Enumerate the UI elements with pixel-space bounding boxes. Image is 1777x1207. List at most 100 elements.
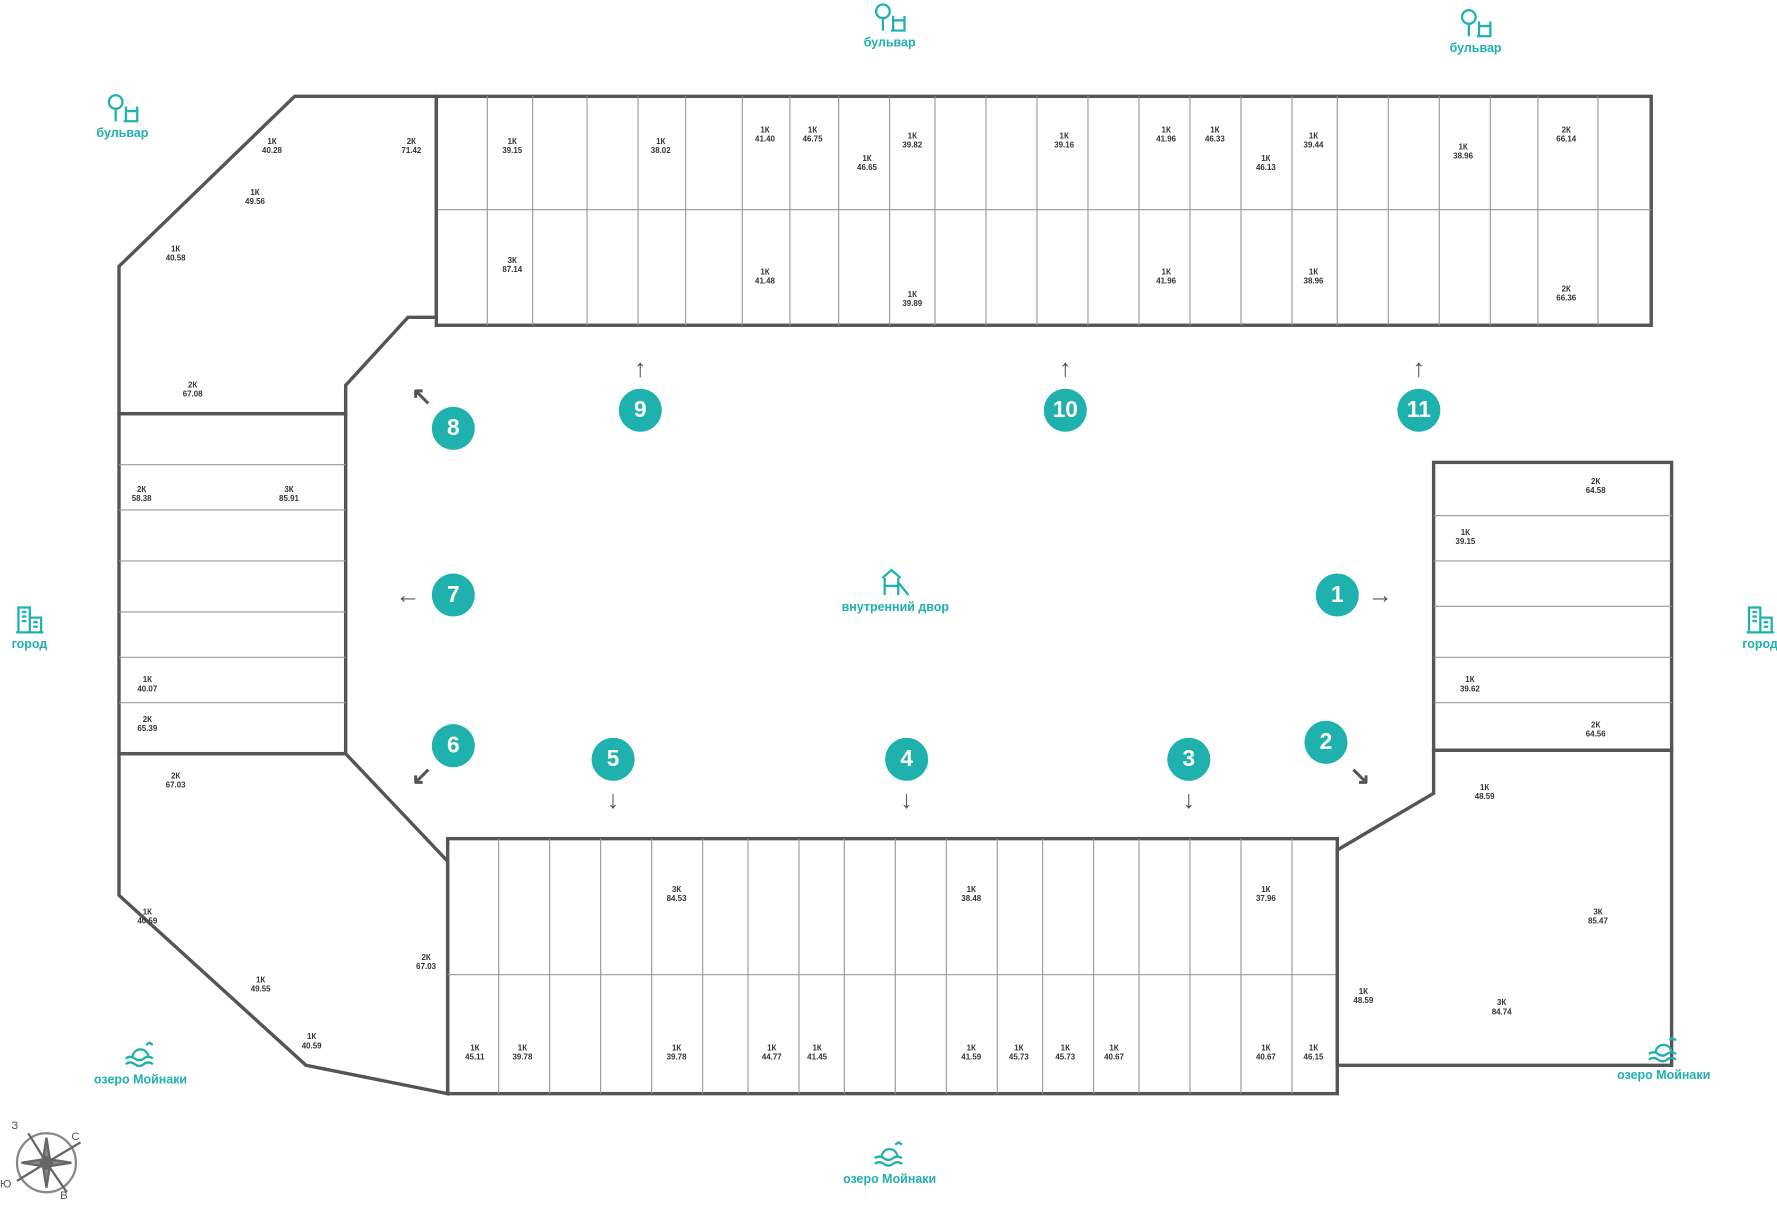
apartment-type: 1К	[760, 126, 770, 135]
compass-rose-icon	[15, 1132, 82, 1194]
apartment-area: 41.96	[1156, 135, 1177, 144]
apartment-area: 48.59	[1353, 997, 1374, 1006]
landmark-courtyard: внутренний двор	[841, 567, 950, 615]
apartment-type: 1К	[1458, 143, 1468, 152]
playground-icon	[882, 568, 910, 596]
section-marker-1[interactable]: 1	[1315, 573, 1359, 617]
apartment-area: 37.96	[1255, 895, 1276, 904]
landmark-lake: озеро Мойнаки	[1617, 1035, 1710, 1082]
section-marker-4[interactable]: 4	[885, 737, 929, 781]
landmark-city: город	[1742, 604, 1777, 652]
landmark-lake: озеро Мойнаки	[843, 1139, 936, 1187]
apartment-area: 39.16	[1054, 141, 1075, 150]
apartment-type: 3К	[507, 257, 517, 266]
section-marker-3[interactable]: 3	[1167, 737, 1211, 781]
apartment-type: 1К	[1261, 1044, 1271, 1053]
apartment-type: 1К	[1210, 126, 1220, 135]
apartment-area: 40.58	[165, 254, 186, 263]
section-marker-2[interactable]: 2	[1304, 720, 1348, 764]
apartment-type: 1К	[767, 1044, 777, 1053]
apartment-type: 1К	[1479, 784, 1490, 793]
apartment-type: 1К	[1261, 155, 1271, 164]
apartment-area: 84.53	[666, 895, 687, 904]
apartment-type: 1К	[142, 676, 152, 685]
section-marker-11[interactable]: 11	[1397, 388, 1441, 432]
apartment-area: 40.59	[137, 917, 158, 926]
apartment-area: 64.58	[1585, 487, 1606, 496]
apartment-area: 38.48	[961, 895, 982, 904]
section-marker-8[interactable]: 8	[431, 406, 475, 450]
section-marker-5[interactable]: 5	[591, 737, 635, 781]
apartment-area: 39.78	[666, 1053, 687, 1062]
landmark-label: бульвар	[1449, 41, 1502, 56]
section-marker-7[interactable]: 7	[431, 573, 475, 617]
apartment-area: 65.39	[137, 725, 158, 734]
section-marker-6[interactable]: 6	[431, 724, 475, 768]
section-marker-9[interactable]: 9	[618, 388, 662, 432]
apartment-area: 49.56	[245, 198, 265, 207]
apartment-type: 2К	[1561, 126, 1571, 135]
landmark-label: внутренний двор	[841, 600, 950, 615]
apartment-area: 40.07	[137, 685, 158, 694]
section-arrow-icon: ↑	[634, 353, 647, 382]
apartment-type: 1К	[812, 1044, 822, 1053]
apartment-type: 1К	[862, 155, 872, 164]
section-marker-10[interactable]: 10	[1043, 388, 1087, 432]
